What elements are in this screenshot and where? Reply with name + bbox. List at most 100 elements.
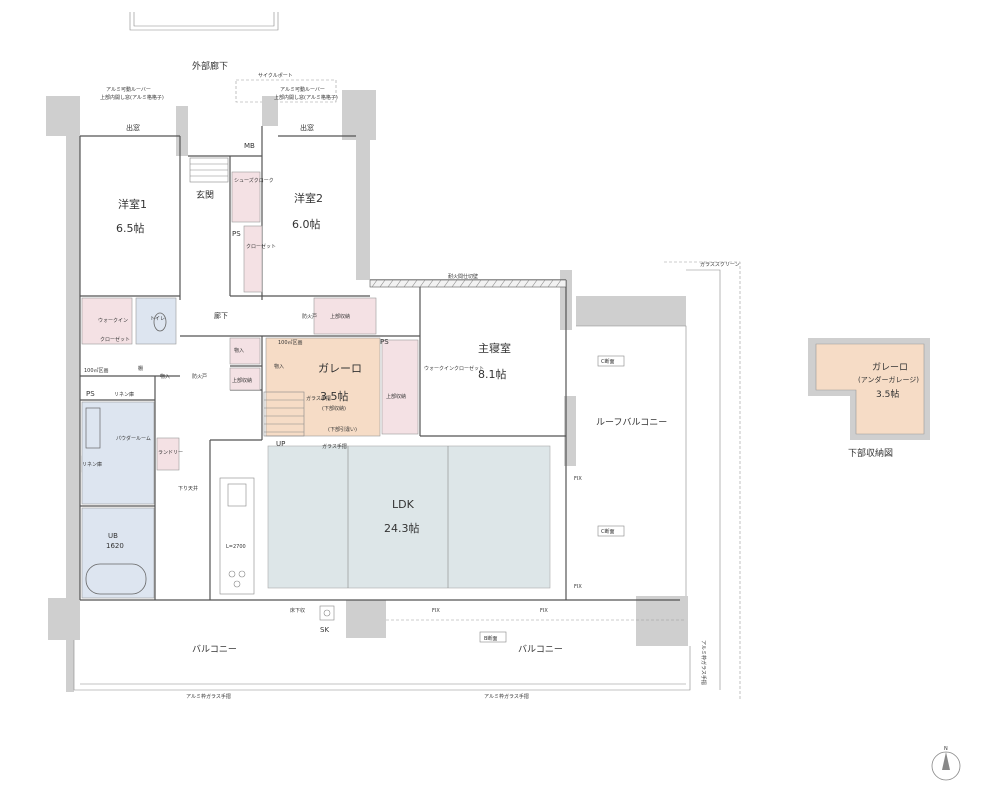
roof-balcony-top-wall [576, 296, 686, 326]
wet-areas [81, 297, 177, 599]
label-inset-name: ガレーロ [872, 362, 908, 373]
label-louver-left-sub: 上部内開し窓(アルミ格格子) [100, 94, 164, 101]
column-bottom-right [636, 596, 688, 646]
label-powder-room: パウダールーム [116, 435, 151, 442]
b-section-marker [479, 631, 507, 643]
label-inset-sub: (アンダーガレージ) [858, 375, 919, 384]
wall-room2-right [356, 140, 370, 280]
label-rail-3: アルミ枠ガラス手摺 [700, 640, 707, 685]
bathtub [85, 563, 147, 595]
label-toilet: トイレ [150, 316, 165, 322]
label-fix-4: FIX [540, 608, 548, 614]
column-mid-right [564, 396, 576, 466]
roof-balcony-outline [576, 261, 741, 700]
label-walkin-right: ウォークインクローゼット [424, 365, 484, 372]
label-louver-left: アルミ可動ルーバー [106, 86, 151, 93]
label-fire-door-1: 防火戸 [192, 373, 207, 380]
garage-loft-area [265, 337, 381, 437]
compass [931, 751, 961, 781]
label-under-note: (下部引違い) [328, 426, 357, 433]
label-storage-c: 物入 [274, 363, 284, 370]
label-louver-right-sub: 上部内開し窓(アルミ格格子) [274, 94, 338, 101]
burner-2 [238, 570, 246, 578]
label-storage-a: 物入 [160, 373, 170, 380]
column-bottom-left [48, 598, 80, 640]
burner-3 [233, 580, 241, 588]
wall-left [66, 130, 80, 600]
label-walkin-left: ウォークイン [98, 317, 128, 324]
label-master-name: 主寝室 [478, 341, 511, 355]
column-top-left [46, 96, 80, 136]
kitchen-sink [227, 483, 247, 507]
bath-area [81, 507, 155, 599]
storage-a-area [229, 337, 261, 365]
label-corridor: 廊下 [214, 311, 228, 320]
upper-frame [129, 12, 279, 31]
walkin-right-area [381, 339, 419, 435]
balcony-left-end [66, 640, 74, 692]
label-balcony-2: バルコニー [518, 644, 563, 655]
label-garage-name: ガレーロ [318, 362, 362, 375]
label-section-c1: C断面 [601, 358, 615, 365]
balcony-outline [73, 619, 691, 691]
cycle-port-area [235, 79, 337, 103]
kitchen [219, 477, 255, 595]
ldk-floor [267, 445, 551, 589]
label-linen-2: リネン庫 [82, 461, 102, 468]
label-bay-window-1: 出窓 [126, 123, 140, 132]
column-top-mid [262, 96, 278, 126]
label-room1-size: 6.5帖 [116, 222, 145, 235]
kitchen-counter [219, 477, 255, 595]
walkin-left-area [81, 297, 133, 345]
closet-room2-area [243, 225, 263, 293]
column-mb [176, 106, 188, 156]
label-ub-size: 1620 [106, 542, 124, 550]
label-upper-storage-3: 上部収納 [386, 393, 406, 400]
label-linen-1: リネン庫 [114, 391, 134, 398]
label-shelf-100: 100㎡区画 [84, 367, 109, 374]
label-walkin-left-sub: クローゼット [100, 336, 130, 343]
label-garage-size: 3.5帖 [320, 390, 349, 403]
c-section-markers [597, 355, 625, 537]
label-ps-left: PS [86, 390, 95, 398]
shoe-closet-area [231, 171, 261, 223]
label-glass-screen: ガラススクリーン [700, 261, 740, 268]
structural-walls [46, 90, 688, 692]
label-louver-right: アルミ可動ルーバー [280, 86, 325, 93]
label-room2-size: 6.0帖 [292, 218, 321, 231]
label-garage-note: (下部収納) [322, 405, 346, 412]
label-upper-storage-1: 上部収納 [330, 313, 350, 320]
label-balcony-1: バルコニー [192, 644, 237, 655]
column-bottom-mid [346, 600, 386, 638]
label-floor-storage: 床下収 [290, 607, 305, 614]
label-room1-name: 洋室1 [118, 197, 147, 211]
label-closet: クローゼット [246, 243, 276, 250]
label-section-b: B断面 [484, 635, 497, 642]
label-tana: 棚 [138, 365, 143, 372]
label-section-c2: C断面 [601, 528, 615, 535]
label-fix-1: FIX [574, 476, 582, 482]
label-ub-name: UB [108, 532, 118, 540]
label-bay-window-2: 出窓 [300, 123, 314, 132]
label-cycle-port: サイクルポート [258, 72, 293, 79]
burner-1 [228, 570, 236, 578]
label-ldk-name: LDK [392, 498, 415, 511]
label-up: UP [276, 440, 285, 448]
inset-garage-area [815, 343, 925, 435]
sk-sink [319, 605, 335, 621]
label-room2-name: 洋室2 [294, 191, 323, 205]
toilet-area [135, 297, 177, 345]
label-rail-2: アルミ枠ガラス手摺 [484, 693, 529, 700]
compass-arrow [942, 752, 950, 770]
label-fire-wall: 耐火間仕切壁 [448, 273, 478, 280]
column-top-right [342, 90, 376, 140]
laundry-area [156, 437, 180, 471]
label-ps-right: PS [380, 338, 389, 346]
upper-storage-1-area [313, 297, 377, 335]
label-shoe-closet: シューズクローク [234, 177, 274, 184]
label-laundry: ランドリー [158, 450, 183, 456]
label-sk: SK [320, 626, 329, 634]
label-inset-size: 3.5帖 [876, 388, 899, 400]
label-mb: MB [244, 142, 255, 150]
